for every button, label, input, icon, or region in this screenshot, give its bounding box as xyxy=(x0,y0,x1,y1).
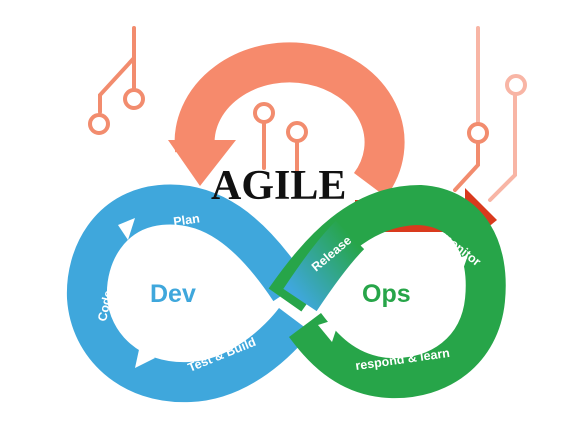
circuit-line xyxy=(453,140,480,192)
agile-loop xyxy=(168,42,405,197)
dev-label: Dev xyxy=(150,280,196,308)
circuit-line xyxy=(98,26,136,114)
circuit-node xyxy=(505,74,527,96)
ops-notch xyxy=(318,318,340,342)
agile-title: AGILE xyxy=(211,163,346,209)
ops-loop-band xyxy=(268,184,506,399)
crossover-band xyxy=(283,220,365,312)
ops-label: Ops xyxy=(362,280,411,308)
dev-loop-band xyxy=(66,184,311,403)
dev-notch xyxy=(118,218,135,240)
stage-plan: Plan xyxy=(172,211,200,229)
dev-notch xyxy=(135,345,155,368)
circuit-node xyxy=(123,88,145,110)
stage-code: Code xyxy=(95,289,115,323)
circuit-node xyxy=(88,113,110,135)
agile-loop-band xyxy=(174,42,405,197)
circuit-line xyxy=(488,93,517,202)
ops-notch xyxy=(445,255,468,278)
circuit-node xyxy=(253,102,275,124)
circuit-lines xyxy=(98,26,517,202)
agile-loop-arrowhead xyxy=(168,140,236,186)
circuit-nodes xyxy=(88,74,527,144)
circuit-node xyxy=(286,121,308,143)
circuit-node xyxy=(467,122,489,144)
ops-loop xyxy=(268,184,506,399)
